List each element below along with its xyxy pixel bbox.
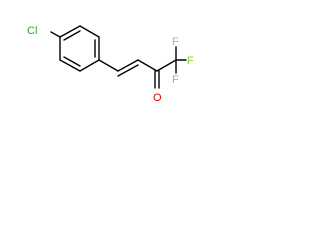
ring-double-1 <box>63 30 81 41</box>
atom-label-fluorine-bottom: F <box>172 74 179 86</box>
bond-vinyl-carbonyl <box>137 59 158 72</box>
atom-label-fluorine-right: F <box>187 55 194 67</box>
bond-lines <box>50 25 187 89</box>
ring-bond-1 <box>59 25 81 38</box>
bond-vinyl-double-a <box>117 59 139 72</box>
atom-label-chlorine: Cl <box>27 25 37 37</box>
ring-bond-2 <box>79 25 100 38</box>
atom-label-oxygen: O <box>153 92 162 104</box>
structure-drawing: Cl O F F F <box>27 25 194 104</box>
ring-bond-5 <box>59 59 81 72</box>
bond-vinyl-double-b <box>117 64 139 77</box>
bond-ring-vinyl <box>98 59 119 72</box>
ring-double-3 <box>63 56 81 67</box>
ring-bond-4 <box>79 59 100 72</box>
bond-cl-ring <box>50 31 61 38</box>
bond-carbonyl-cf3 <box>156 59 177 72</box>
atom-label-fluorine-top: F <box>172 36 179 48</box>
structure-canvas: Cl O F F F <box>0 0 200 146</box>
